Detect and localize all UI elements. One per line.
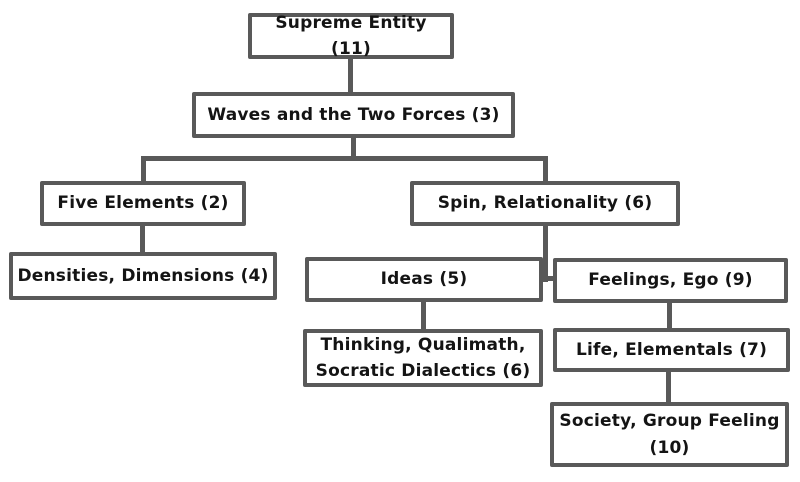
connector-feelings-life (667, 301, 672, 330)
connector-waves-branch-stem (351, 137, 356, 159)
connector-branch-drop-five (141, 156, 146, 183)
node-life-elementals-label: Life, Elementals (7) (575, 339, 768, 360)
node-supreme-entity: Supreme Entity (11) (248, 13, 454, 59)
connector-supreme-waves (348, 57, 353, 93)
node-thinking-qualimath-label: Thinking, Qualimath, Socratic Dialectics… (315, 334, 531, 381)
connector-spin-children-crossbar (537, 276, 556, 281)
connector-branch-drop-spin (543, 156, 548, 183)
node-five-elements-label: Five Elements (2) (57, 193, 229, 214)
node-society-group-feeling: Society, Group Feeling (10) (550, 402, 789, 467)
connector-branch-horizontal (141, 156, 548, 161)
node-ideas: Ideas (5) (305, 257, 543, 302)
node-spin-relationality-label: Spin, Relationality (6) (437, 193, 653, 214)
connector-five-densities (140, 225, 145, 254)
node-life-elementals: Life, Elementals (7) (553, 328, 790, 372)
node-ideas-label: Ideas (5) (380, 269, 468, 290)
node-thinking-qualimath: Thinking, Qualimath, Socratic Dialectics… (303, 329, 543, 387)
node-spin-relationality: Spin, Relationality (6) (410, 181, 680, 226)
connector-ideas-thinking (421, 301, 426, 331)
node-densities-dimensions-label: Densities, Dimensions (4) (17, 265, 269, 286)
node-society-group-feeling-label: Society, Group Feeling (10) (559, 411, 780, 458)
node-waves-two-forces: Waves and the Two Forces (3) (192, 92, 515, 138)
connector-spin-children-stem (543, 224, 548, 282)
node-densities-dimensions: Densities, Dimensions (4) (9, 252, 277, 300)
node-feelings-ego-label: Feelings, Ego (9) (588, 270, 753, 291)
node-five-elements: Five Elements (2) (40, 181, 246, 226)
node-waves-two-forces-label: Waves and the Two Forces (3) (207, 104, 500, 125)
node-supreme-entity-label: Supreme Entity (11) (275, 12, 427, 59)
connector-life-society (666, 370, 671, 404)
node-feelings-ego: Feelings, Ego (9) (553, 258, 788, 303)
